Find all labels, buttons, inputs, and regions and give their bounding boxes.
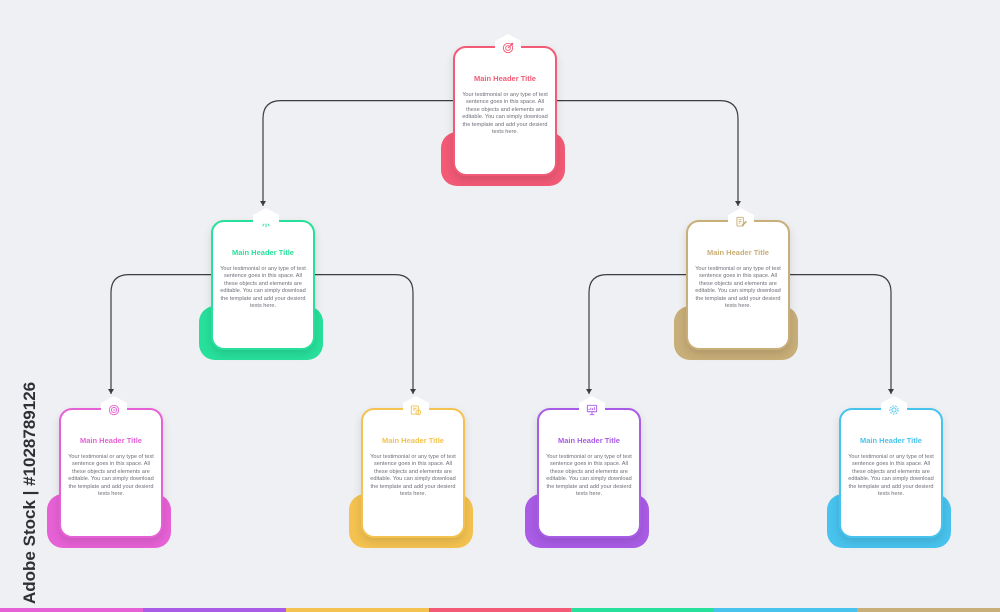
node-title: Main Header Title (474, 74, 536, 83)
node-body: Your testimonial or any type of text sen… (462, 92, 548, 136)
stripe-segment (571, 608, 715, 612)
node-right: Main Header Title Your testimonial or an… (674, 208, 810, 360)
connector-root-left (262, 100, 453, 206)
node-left-right: Main Header Title Your testimonial or an… (349, 396, 485, 548)
node-body: Your testimonial or any type of text sen… (848, 454, 934, 498)
node-root: Main Header Title Your testimonial or an… (441, 34, 577, 186)
node-card: Main Header Title Your testimonial or an… (686, 208, 790, 350)
node-card: Main Header Title Your testimonial or an… (453, 34, 557, 176)
arrowhead-right-rl (586, 389, 592, 394)
arrowhead-right-rr (888, 389, 894, 394)
node-body: Your testimonial or any type of text sen… (546, 454, 632, 498)
node-title: Main Header Title (860, 436, 922, 445)
connector-right-rr (790, 274, 892, 394)
stock-credit: Adobe Stock | #1028789126 (6, 368, 39, 608)
connector-root-right (557, 100, 739, 206)
stripe-segment (714, 608, 858, 612)
node-body: Your testimonial or any type of text sen… (68, 454, 154, 498)
node-card: Main Header Title Your testimonial or an… (59, 396, 163, 538)
connector-left-lr (315, 274, 414, 394)
node-left-left: Main Header Title Your testimonial or an… (47, 396, 183, 548)
stripe-segment (142, 608, 286, 612)
stripe-segment (285, 608, 429, 612)
node-body: Your testimonial or any type of text sen… (695, 266, 781, 310)
node-card: Main Header Title Your testimonial or an… (211, 208, 315, 350)
rocket-icon (253, 208, 279, 236)
node-title: Main Header Title (232, 248, 294, 257)
stripe-segment (428, 608, 572, 612)
stripe-segment (0, 608, 143, 612)
node-title: Main Header Title (558, 436, 620, 445)
node-body: Your testimonial or any type of text sen… (370, 454, 456, 498)
node-title: Main Header Title (382, 436, 444, 445)
connector-left-ll (110, 274, 211, 394)
node-right-left: Main Header Title Your testimonial or an… (525, 396, 661, 548)
stripe-segment (857, 608, 1000, 612)
node-right-right: Main Header Title Your testimonial or an… (827, 396, 963, 548)
arrowhead-root-left (260, 201, 266, 206)
stock-credit-text: Adobe Stock | #1028789126 (20, 381, 39, 604)
node-card: Main Header Title Your testimonial or an… (537, 396, 641, 538)
arrowhead-left-lr (410, 389, 416, 394)
connector-right-rl (588, 274, 686, 394)
node-card: Main Header Title Your testimonial or an… (361, 396, 465, 538)
node-body: Your testimonial or any type of text sen… (220, 266, 306, 310)
node-title: Main Header Title (80, 436, 142, 445)
arrowhead-left-ll (108, 389, 114, 394)
node-left: Main Header Title Your testimonial or an… (199, 208, 335, 360)
arrowhead-root-right (735, 201, 741, 206)
node-card: Main Header Title Your testimonial or an… (839, 396, 943, 538)
bottom-color-stripe (0, 608, 1000, 612)
node-title: Main Header Title (707, 248, 769, 257)
